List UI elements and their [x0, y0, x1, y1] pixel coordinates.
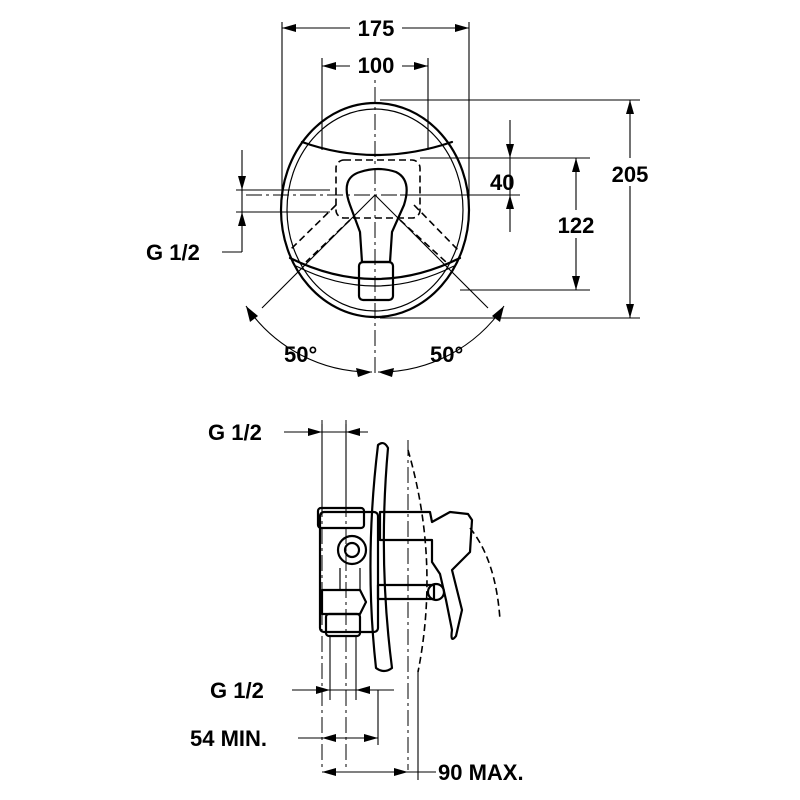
inlet-port-inner	[343, 541, 361, 559]
angle-arc-left	[245, 305, 373, 373]
side-view: G 1/2 G 1/2 54 MIN. 90 MAX.	[190, 420, 524, 785]
valve-bottom-fitting	[324, 612, 362, 638]
arrow-g12-top-right	[346, 428, 360, 436]
handle-body	[378, 510, 474, 641]
dim-label-100: 100	[358, 53, 395, 78]
angle-label-left: 50°	[284, 342, 317, 367]
angle-ray-left	[261, 194, 376, 309]
angle-ray-right	[374, 194, 489, 309]
lever-tip	[357, 260, 395, 302]
thread-label-side-bottom: G 1/2	[210, 678, 264, 703]
arrow-angle-left-inner	[356, 368, 372, 377]
valve-top-fitting	[316, 506, 366, 530]
depth-label-min: 54 MIN.	[190, 726, 267, 751]
arrow-205-bottom	[626, 304, 634, 318]
arrow-90-right	[394, 768, 408, 776]
cover-plate-back	[407, 449, 428, 673]
hidden-outlet-left	[289, 204, 351, 263]
arrow-100-left	[322, 62, 336, 70]
arrow-100-right	[414, 62, 428, 70]
arrow-205-top	[626, 100, 634, 114]
arrow-g12-front-bottom	[238, 212, 246, 226]
arrow-175-right	[455, 24, 469, 32]
arrow-40-bottom	[506, 195, 514, 209]
valve-stem	[376, 583, 436, 601]
arrow-175-left	[282, 24, 296, 32]
front-view: 175 100 40 122 205	[146, 12, 658, 377]
thread-label-front: G 1/2	[146, 240, 200, 265]
angle-arc-right	[377, 305, 505, 373]
arrow-54-left	[322, 734, 336, 742]
arrow-40-top	[506, 144, 514, 158]
dim-label-175: 175	[358, 16, 395, 41]
hidden-valve-body	[335, 159, 421, 219]
arrow-g12-top-left	[308, 428, 322, 436]
arrow-g12-bottom-left	[316, 686, 330, 694]
inlet-port-outer	[336, 534, 368, 566]
dim-label-122: 122	[558, 213, 595, 238]
arrow-g12-bottom-right	[356, 686, 370, 694]
arrow-angle-right-inner	[378, 368, 394, 377]
lever-handle	[345, 167, 408, 264]
handle-swing	[469, 527, 501, 621]
arrow-angle-right-outer	[492, 306, 504, 322]
angle-label-right: 50°	[430, 342, 463, 367]
hidden-outlet-right	[399, 204, 459, 263]
arrow-54-right	[364, 734, 378, 742]
arrow-122-bottom	[572, 276, 580, 290]
dim-label-205: 205	[612, 162, 649, 187]
valve-body	[318, 510, 380, 634]
arrow-g12-front-top	[238, 176, 246, 190]
plate-top-arc	[300, 140, 454, 157]
valve-lower-section	[320, 588, 368, 616]
depth-label-max: 90 MAX.	[438, 760, 524, 785]
thread-label-side-top: G 1/2	[208, 420, 262, 445]
cover-plate	[369, 441, 394, 673]
arrow-angle-left-outer	[246, 306, 258, 322]
arrow-90-left	[322, 768, 336, 776]
stem-knob	[426, 582, 446, 602]
arrow-122-top	[572, 158, 580, 172]
dim-label-40: 40	[490, 170, 514, 195]
